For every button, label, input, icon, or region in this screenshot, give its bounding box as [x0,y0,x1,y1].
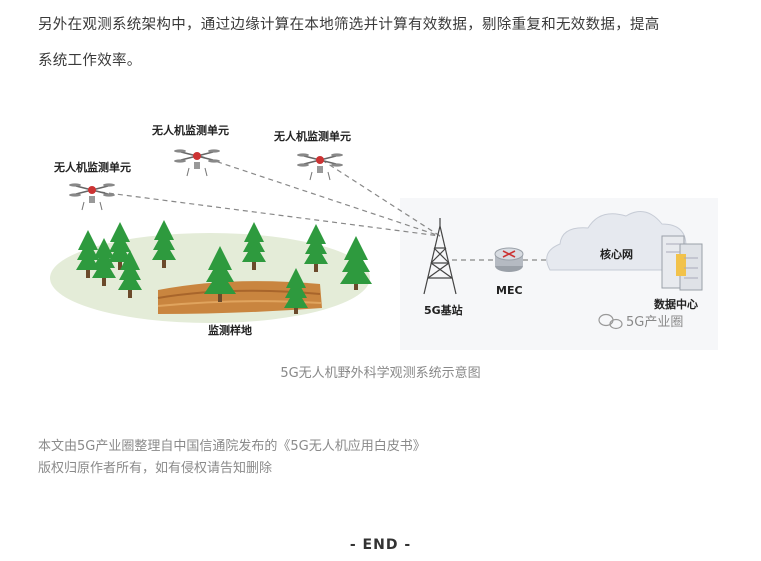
drone-label-left: 无人机监测单元 [53,160,131,174]
core-network-label: 核心网 [600,247,633,261]
mec-label: MEC [496,284,523,297]
drone-icon-middle [174,149,220,176]
end-mark: - END - [0,537,761,553]
source-line-2: 版权归原作者所有，如有侵权请告知删除 [38,458,426,480]
drone-icon-right [297,153,343,180]
drone-label-right: 无人机监测单元 [273,129,351,143]
watermark-text: 5G产业圈 [626,315,683,330]
system-diagram: 无人机监测单元 无人机监测单元 无人机监测单元 监测样地 [40,108,718,354]
plot-label: 监测样地 [208,323,252,337]
base-station-label: 5G基站 [424,303,463,317]
data-center-label: 数据中心 [654,297,698,311]
source-line-1: 本文由5G产业圈整理自中国信通院发布的《5G无人机应用白皮书》 [38,436,426,458]
article-paragraph-line-1: 另外在观测系统架构中，通过边缘计算在本地筛选并计算有效数据，剔除重复和无效数据，… [38,7,728,43]
drone-icon-left [69,183,115,210]
data-center-servers-icon [662,236,702,290]
drone-label-middle: 无人机监测单元 [151,123,229,137]
source-note: 本文由5G产业圈整理自中国信通院发布的《5G无人机应用白皮书》 版权归原作者所有… [38,436,426,480]
mec-router-icon [495,248,523,272]
figure-caption: 5G无人机野外科学观测系统示意图 [0,362,761,381]
article-paragraph-line-2: 系统工作效率。 [38,43,728,79]
system-diagram-figure: 无人机监测单元 无人机监测单元 无人机监测单元 监测样地 [40,108,718,354]
